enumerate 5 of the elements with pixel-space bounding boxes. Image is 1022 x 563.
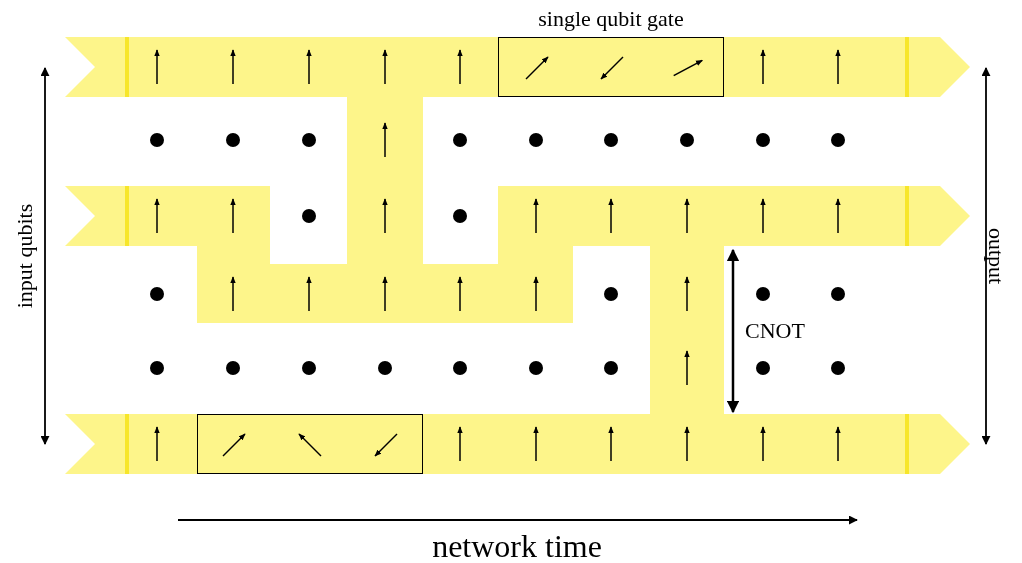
axis-label: network time (432, 530, 602, 562)
gate-label: CNOT (745, 320, 805, 342)
gate-label: single qubit gate (538, 8, 684, 30)
axis-label: output (985, 227, 1007, 285)
axis-label: input qubits (14, 203, 36, 309)
